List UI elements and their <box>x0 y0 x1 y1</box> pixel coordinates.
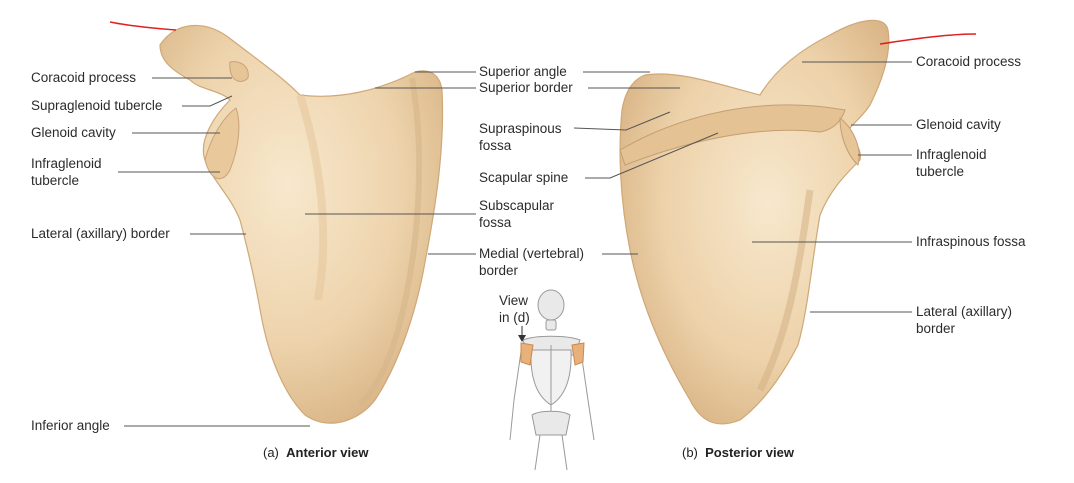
label-infraglenoid-tubercle-posterior: Infraglenoid tubercle <box>916 147 987 180</box>
label-line: border <box>479 263 584 280</box>
caption-prefix: (b) <box>682 445 698 460</box>
label-line: View <box>499 293 530 310</box>
label-coracoid-process-anterior: Coracoid process <box>31 70 136 87</box>
label-line: Supraspinous <box>479 121 562 138</box>
label-line: tubercle <box>916 164 987 181</box>
label-line: Medial (vertebral) <box>479 246 584 263</box>
label-infraspinous-fossa: Infraspinous fossa <box>916 234 1026 251</box>
caption-title: Anterior view <box>286 445 368 460</box>
caption-anterior-view: (a) Anterior view <box>263 445 368 460</box>
label-superior-border: Superior border <box>479 80 573 97</box>
label-supraspinous-fossa: Supraspinous fossa <box>479 121 562 154</box>
label-superior-angle: Superior angle <box>479 64 567 81</box>
label-subscapular-fossa: Subscapular fossa <box>479 198 554 231</box>
label-infraglenoid-tubercle-anterior: Infraglenoid tubercle <box>31 156 102 189</box>
red-annotation-line-right <box>880 34 976 44</box>
label-medial-border: Medial (vertebral) border <box>479 246 584 279</box>
label-supraglenoid-tubercle: Supraglenoid tubercle <box>31 98 162 115</box>
label-line: fossa <box>479 138 562 155</box>
caption-prefix: (a) <box>263 445 279 460</box>
label-line: in (d) <box>499 310 530 327</box>
label-inferior-angle: Inferior angle <box>31 418 110 435</box>
label-lateral-border-posterior: Lateral (axillary) border <box>916 304 1012 337</box>
label-line: tubercle <box>31 173 102 190</box>
caption-posterior-view: (b) Posterior view <box>682 445 794 460</box>
posterior-scapula-bone <box>620 20 889 424</box>
label-lateral-border-anterior: Lateral (axillary) border <box>31 226 170 243</box>
red-annotation-line-left <box>110 22 176 30</box>
anterior-scapula-bone <box>160 25 443 423</box>
label-glenoid-cavity-posterior: Glenoid cavity <box>916 117 1001 134</box>
label-coracoid-process-posterior: Coracoid process <box>916 54 1021 71</box>
caption-title: Posterior view <box>705 445 794 460</box>
label-line: border <box>916 321 1012 338</box>
label-line: Lateral (axillary) <box>916 304 1012 321</box>
label-glenoid-cavity-anterior: Glenoid cavity <box>31 125 116 142</box>
label-line: fossa <box>479 215 554 232</box>
label-line: Infraglenoid <box>916 147 987 164</box>
label-line: Subscapular <box>479 198 554 215</box>
label-view-in-d: View in (d) <box>499 293 530 326</box>
label-scapular-spine: Scapular spine <box>479 170 568 187</box>
label-line: Infraglenoid <box>31 156 102 173</box>
